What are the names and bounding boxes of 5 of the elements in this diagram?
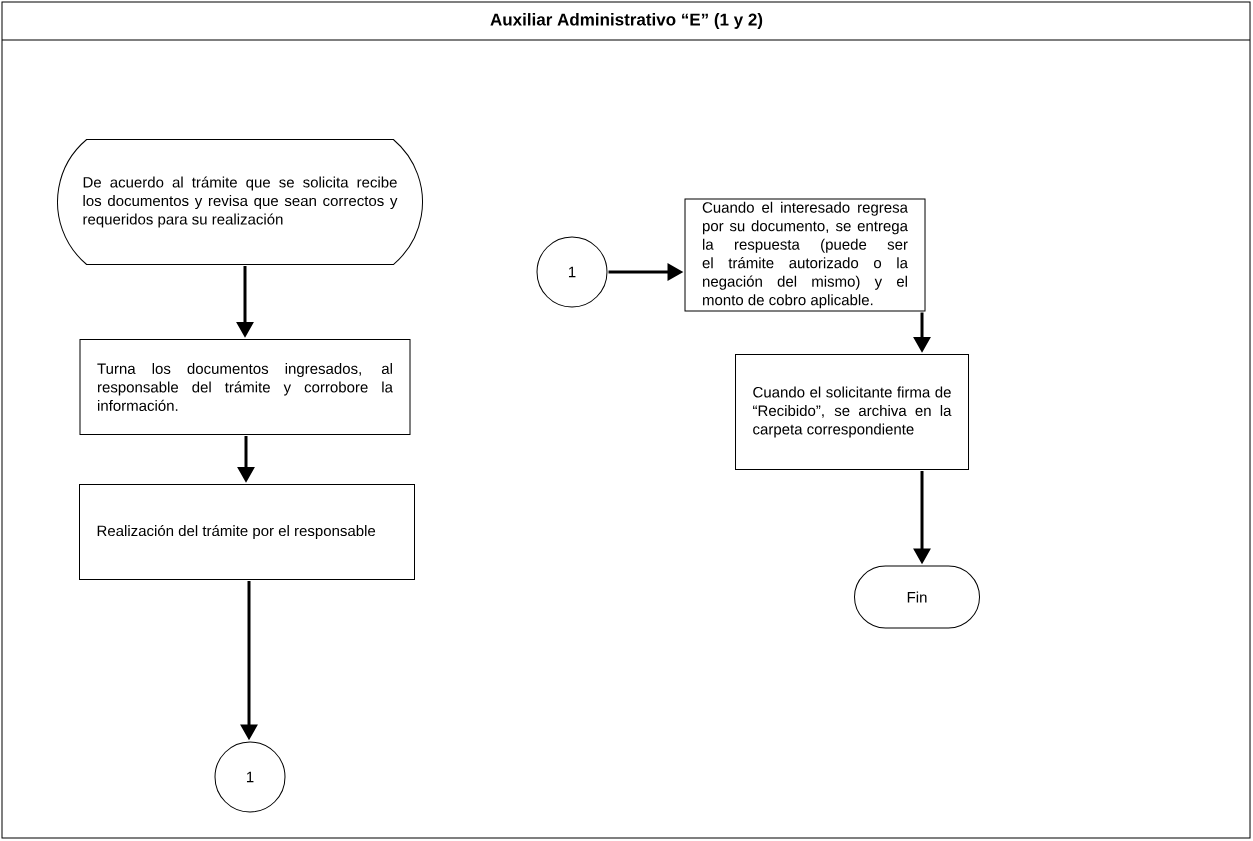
process-box: Realización del trámite por el responsable (79, 484, 415, 580)
title: Auxiliar Administrativo “E” (1 y 2) (490, 13, 763, 29)
process-box: Cuando el solicitante firma de “Recibido”, se archiva en la carpeta correspondiente (735, 354, 969, 470)
process-box: Turna los documentos ingresados, al responsable del trámite y corrobore la información. (79, 339, 411, 435)
process-box: Cuando el interesado regresa por su documento, se entrega la respuesta (puede ser el trámite autorizado o la negación del mismo) y el monto de cobro aplicable. (684, 198, 926, 312)
